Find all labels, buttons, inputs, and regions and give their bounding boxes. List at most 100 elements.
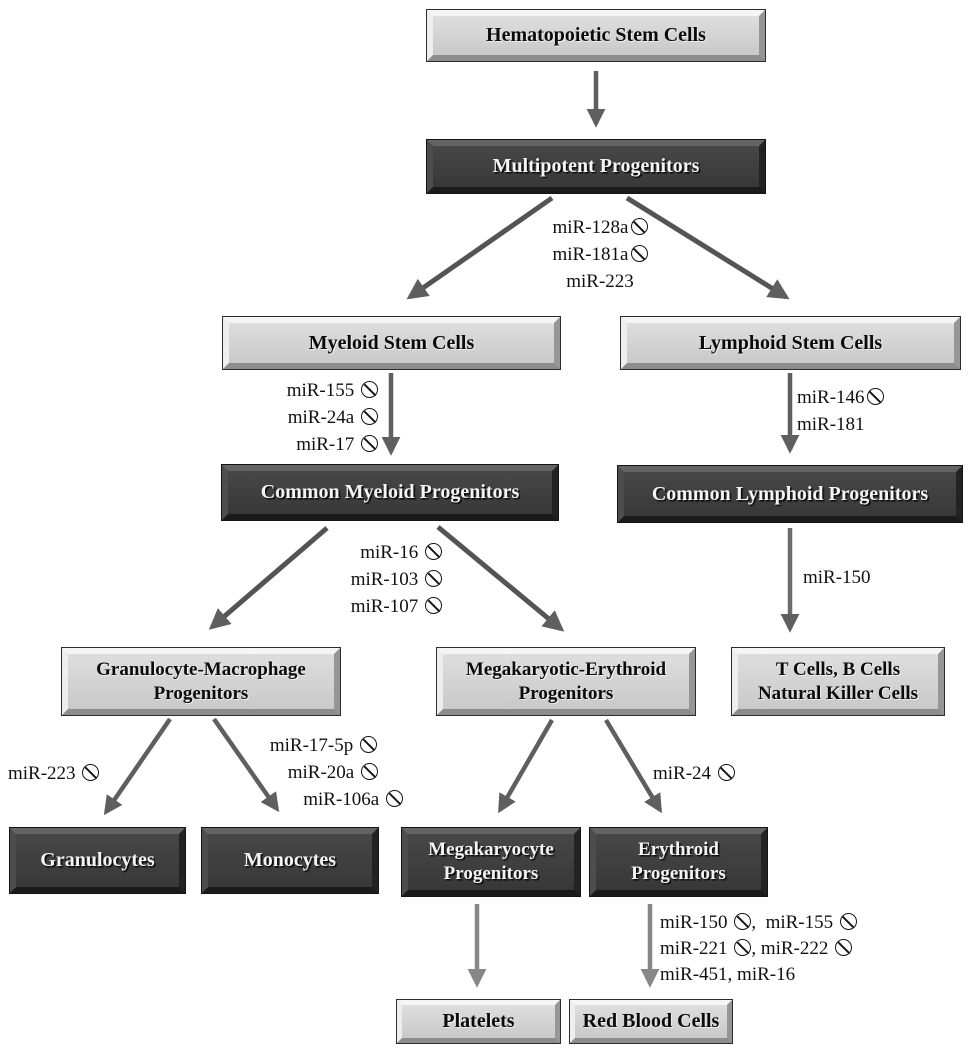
node-label: Common Myeloid Progenitors — [260, 481, 520, 503]
inhibition-icon — [361, 763, 378, 780]
mir-annotation-line: miR-223 — [500, 268, 700, 295]
node-label: Platelets — [442, 1010, 515, 1032]
mir-label: miR-106a — [303, 789, 384, 810]
node-label-line1: Granulocyte-Macrophage — [96, 658, 306, 680]
inhibition-icon — [425, 570, 442, 587]
node-label-line1: Megakaryocyte — [428, 839, 554, 860]
mir-label: miR-150 — [803, 567, 871, 588]
inhibition-icon — [386, 790, 403, 807]
mir-label: miR-223 — [8, 763, 81, 784]
arrow-mep-to-erythroid — [604, 718, 662, 814]
arrow-mep-to-megakaryocyte — [498, 718, 554, 814]
mir-label: miR-24 — [653, 763, 716, 784]
node-label: Granulocytes — [40, 849, 155, 871]
inhibition-icon — [630, 245, 648, 262]
mir-label: miR-150 — [660, 912, 733, 933]
mir-annotation-gmp-to-monocytes: miR-17-5p miR-20a miR-106a — [243, 732, 403, 813]
mir-label: miR-17-5p — [269, 735, 358, 756]
node-megakaryocyte-progenitors: Megakaryocyte Progenitors — [401, 827, 581, 897]
mir-label: miR-181 — [797, 414, 865, 435]
mir-label: miR-24a — [287, 407, 359, 428]
mir-annotation-line: miR-20a — [243, 759, 378, 786]
mir-label: miR-20a — [287, 762, 359, 783]
mir-annotation-line: miR-106a — [243, 786, 403, 813]
mir-annotation-line: miR-146 — [797, 384, 884, 411]
mir-annotation-lymphoid-to-clp: miR-146 miR-181 — [797, 384, 884, 438]
mir-annotation-line: miR-24a — [218, 404, 378, 431]
node-label: Myeloid Stem Cells — [308, 331, 475, 354]
mir-annotation-line: miR-103 — [282, 566, 442, 593]
mir-label: , miR-222 — [751, 938, 834, 959]
inhibition-icon — [361, 435, 378, 452]
inhibition-icon — [630, 218, 648, 235]
node-platelets: Platelets — [396, 999, 561, 1044]
mir-label: miR-221 — [660, 938, 733, 959]
mir-annotation-line: miR-17 — [218, 431, 378, 458]
inhibition-icon — [361, 381, 378, 398]
mir-annotation-line: miR-221 , miR-222 — [660, 936, 857, 962]
mir-annotation-cmp-branch: miR-16 miR-103 miR-107 — [282, 539, 442, 620]
inhibition-icon — [734, 939, 752, 956]
mir-annotation-mep-to-erythroid: miR-24 — [653, 760, 735, 787]
node-granulocytes: Granulocytes — [9, 827, 186, 894]
inhibition-icon — [425, 543, 442, 560]
mir-annotation-line: miR-155 — [218, 377, 378, 404]
node-myeloid-stem-cells: Myeloid Stem Cells — [222, 316, 561, 370]
mir-label: miR-223 — [566, 271, 634, 292]
inhibition-icon — [360, 736, 377, 753]
node-multipotent-progenitors: Multipotent Progenitors — [426, 139, 766, 194]
mir-annotation-line: miR-128a — [500, 214, 700, 241]
mir-label: miR-451, miR-16 — [660, 964, 796, 985]
node-label: Multipotent Progenitors — [492, 155, 700, 177]
mir-annotation-clp-to-tcells: miR-150 — [803, 564, 871, 591]
node-label: Lymphoid Stem Cells — [698, 331, 883, 354]
mir-label: miR-181a — [552, 244, 629, 265]
node-label-line2: Progenitors — [443, 863, 539, 884]
mir-annotation-line: miR-181a — [500, 241, 700, 268]
mir-annotation-line: miR-223 — [8, 760, 100, 787]
node-label-line1: Erythroid — [638, 839, 719, 860]
mir-label: miR-146 — [797, 387, 865, 408]
mir-label: miR-17 — [296, 434, 359, 455]
mir-label: miR-128a — [552, 217, 629, 238]
inhibition-icon — [425, 597, 442, 614]
mir-label: miR-155 — [286, 380, 359, 401]
inhibition-icon — [734, 913, 752, 930]
mir-annotation-line: miR-181 — [797, 411, 884, 438]
mir-annotation-erythroid-to-rbc: miR-150 , miR-155 miR-221 , miR-222 miR-… — [660, 910, 857, 988]
node-monocytes: Monocytes — [201, 827, 379, 894]
mir-annotation-myeloid-to-cmp: miR-155 miR-24a miR-17 — [218, 377, 378, 458]
inhibition-icon — [82, 764, 100, 781]
node-hematopoietic-stem-cells: Hematopoietic Stem Cells — [426, 9, 766, 62]
node-lymphoid-stem-cells: Lymphoid Stem Cells — [620, 316, 961, 370]
node-erythroid-progenitors: Erythroid Progenitors — [589, 827, 768, 897]
node-label: Hematopoietic Stem Cells — [486, 24, 706, 46]
mir-label: miR-107 — [350, 596, 423, 617]
mir-annotation-line: miR-107 — [282, 593, 442, 620]
mir-annotation-gmp-to-granulocytes: miR-223 — [8, 760, 100, 787]
inhibition-icon — [835, 939, 853, 956]
node-label-line2: Progenitors — [518, 682, 614, 704]
mir-label: miR-103 — [350, 569, 423, 590]
node-label: Monocytes — [243, 849, 337, 871]
mir-annotation-multipotent-branch: miR-128a miR-181a miR-223 — [500, 214, 700, 295]
node-label-line2: Progenitors — [153, 682, 249, 704]
node-red-blood-cells: Red Blood Cells — [569, 999, 733, 1044]
mir-annotation-line: miR-150 , miR-155 — [660, 910, 857, 936]
mir-annotation-line: miR-17-5p — [243, 732, 377, 759]
inhibition-icon — [717, 764, 735, 781]
node-t-b-nk-cells: T Cells, B Cells Natural Killer Cells — [731, 647, 945, 716]
mir-annotation-line: miR-16 — [282, 539, 442, 566]
node-label-line2: Progenitors — [631, 863, 726, 884]
node-label-line1: Megakaryotic-Erythroid — [465, 658, 667, 680]
mir-label: , miR-155 — [751, 912, 838, 933]
arrow-cmp-to-mep — [436, 525, 565, 632]
node-common-lymphoid-progenitors: Common Lymphoid Progenitors — [617, 465, 963, 523]
mir-annotation-line: miR-451, miR-16 — [660, 962, 857, 988]
arrow-multipotent-to-myeloid — [406, 195, 554, 300]
arrow-gmp-to-granulocytes — [103, 717, 172, 816]
mir-annotation-line: miR-24 — [653, 760, 735, 787]
inhibition-icon — [866, 388, 884, 405]
mir-annotation-line: miR-150 — [803, 564, 871, 591]
